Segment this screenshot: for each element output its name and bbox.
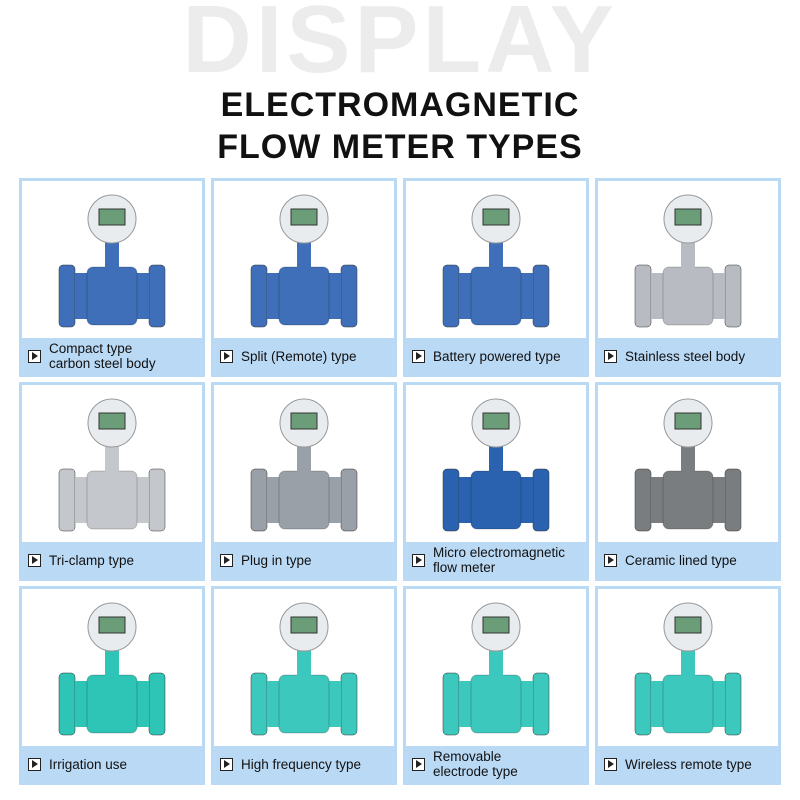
flow-meter-icon <box>250 194 358 327</box>
product-label: Irrigation use <box>22 746 202 782</box>
label-line-1: High frequency type <box>241 756 362 772</box>
label-line-1: Removable <box>433 749 502 764</box>
product-label: Tri-clamp type <box>22 542 202 578</box>
play-icon <box>412 349 425 363</box>
background-watermark: DISPLAY <box>182 0 618 78</box>
label-line-2: carbon steel body <box>49 356 156 371</box>
product-card[interactable]: Stainless steel body <box>595 178 781 377</box>
product-card[interactable]: Split (Remote) type <box>211 178 397 377</box>
label-line-1: Plug in type <box>241 552 312 568</box>
label-line-1: Battery powered type <box>433 348 561 364</box>
play-icon <box>604 553 617 567</box>
label-line-1: Micro electromagnetic <box>433 545 566 560</box>
product-image <box>406 385 586 542</box>
play-icon <box>220 349 233 363</box>
flow-meter-icon <box>250 398 358 531</box>
title-line-1: ELECTROMAGNETIC <box>220 86 580 124</box>
product-label: Split (Remote) type <box>214 338 394 374</box>
play-icon <box>604 349 617 363</box>
product-image <box>22 181 202 338</box>
label-line-1: Split (Remote) type <box>241 348 357 364</box>
product-image <box>22 589 202 746</box>
product-label: Battery powered type <box>406 338 586 374</box>
flow-meter-icon <box>634 194 742 327</box>
product-card[interactable]: Battery powered type <box>403 178 589 377</box>
product-card[interactable]: Ceramic lined type <box>595 382 781 581</box>
product-image <box>406 181 586 338</box>
product-label: Plug in type <box>214 542 394 578</box>
label-line-2: flow meter <box>433 560 496 575</box>
flow-meter-icon <box>442 398 550 531</box>
play-icon <box>412 757 425 771</box>
page-title: ELECTROMAGNETIC FLOW METER TYPES <box>0 84 800 168</box>
play-icon <box>220 757 233 771</box>
product-label: High frequency type <box>214 746 394 782</box>
play-icon <box>28 553 41 567</box>
product-image <box>214 589 394 746</box>
product-image <box>598 181 778 338</box>
product-card[interactable]: High frequency type <box>211 586 397 785</box>
play-icon <box>220 553 233 567</box>
product-label: Wireless remote type <box>598 746 778 782</box>
title-line-2: FLOW METER TYPES <box>217 128 583 166</box>
product-image <box>214 385 394 542</box>
play-icon <box>28 757 41 771</box>
label-line-2: electrode type <box>433 764 518 779</box>
product-card[interactable]: Irrigation use <box>19 586 205 785</box>
product-image <box>598 589 778 746</box>
flow-meter-icon <box>58 398 166 531</box>
product-label: Ceramic lined type <box>598 542 778 578</box>
product-image <box>214 181 394 338</box>
label-line-1: Wireless remote type <box>625 756 752 772</box>
play-icon <box>412 553 425 567</box>
flow-meter-icon <box>634 398 742 531</box>
flow-meter-icon <box>442 194 550 327</box>
product-image <box>22 385 202 542</box>
flow-meter-icon <box>634 602 742 735</box>
product-card[interactable]: Plug in type <box>211 382 397 581</box>
label-line-1: Irrigation use <box>49 756 128 772</box>
product-image <box>406 589 586 746</box>
product-label: Stainless steel body <box>598 338 778 374</box>
flow-meter-icon <box>442 602 550 735</box>
label-line-1: Ceramic lined type <box>625 552 737 568</box>
flow-meter-icon <box>58 194 166 327</box>
product-card[interactable]: Tri-clamp type <box>19 382 205 581</box>
label-line-1: Compact type <box>49 341 133 356</box>
label-line-1: Tri-clamp type <box>49 552 135 568</box>
product-card[interactable]: Wireless remote type <box>595 586 781 785</box>
flow-meter-icon <box>58 602 166 735</box>
label-line-1: Stainless steel body <box>625 348 746 364</box>
play-icon <box>604 757 617 771</box>
flow-meter-icon <box>250 602 358 735</box>
play-icon <box>28 349 41 363</box>
product-image <box>598 385 778 542</box>
